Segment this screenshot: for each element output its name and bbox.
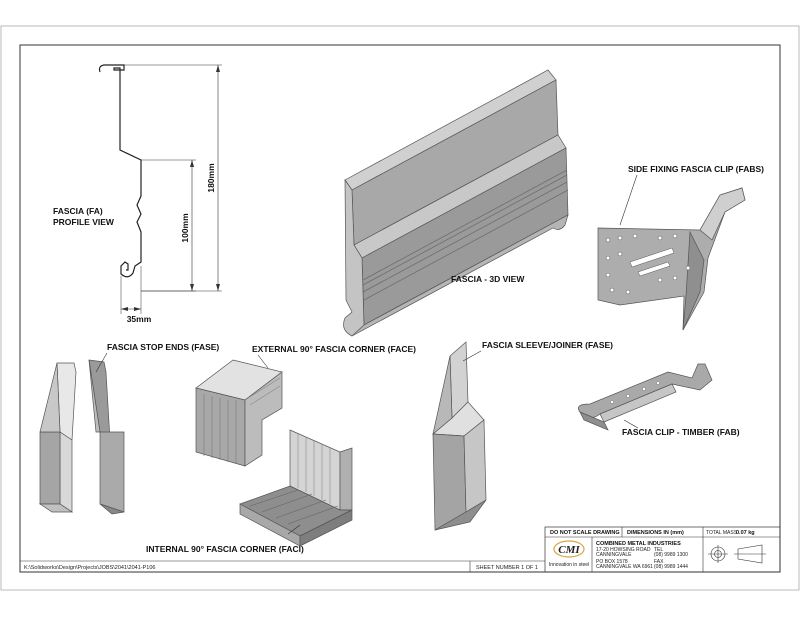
fascia-sleeve bbox=[432, 341, 487, 531]
external-corner-leader bbox=[257, 354, 269, 369]
profile-view-label-1: FASCIA (FA) bbox=[53, 206, 103, 216]
stop-ends-leader bbox=[95, 352, 108, 373]
side-clip-leader bbox=[619, 174, 638, 226]
tel-value: (08) 9989 1300 bbox=[654, 552, 688, 558]
dimensions-unit: DIMENSIONS IN (mm) bbox=[627, 530, 684, 536]
title-block: DO NOT SCALE DRAWING DIMENSIONS IN (mm) … bbox=[544, 526, 781, 573]
profile-line bbox=[98, 64, 142, 278]
do-not-scale: DO NOT SCALE DRAWING bbox=[550, 530, 620, 536]
external-corner bbox=[195, 359, 283, 467]
fascia-profile-view: 180mm 100mm 35mm FASCIA (FA) PROFILE VIE… bbox=[53, 64, 222, 324]
fax-label: FAX bbox=[654, 559, 664, 565]
dim-arrows-35 bbox=[121, 307, 141, 311]
po-box-1: PO BOX 1578 bbox=[596, 559, 628, 565]
address-1: 17-20 HOWSING ROAD bbox=[596, 547, 651, 553]
outer-border bbox=[0, 25, 800, 591]
sleeve-label: FASCIA SLEEVE/JOINER (FASE) bbox=[482, 340, 613, 350]
address-2: CANNINGVALE bbox=[596, 552, 632, 558]
cmi-logo: CMI Innovation in steel bbox=[549, 540, 589, 568]
stop-ends-label: FASCIA STOP ENDS (FASE) bbox=[107, 342, 219, 352]
profile-view-label-2: PROFILE VIEW bbox=[53, 217, 115, 227]
fascia-3d-label: FASCIA - 3D VIEW bbox=[451, 274, 525, 284]
sleeve-leader bbox=[462, 350, 482, 362]
total-mass-value: 0.07 kg bbox=[736, 530, 755, 536]
side-clip-label: SIDE FIXING FASCIA CLIP (FABS) bbox=[628, 164, 764, 174]
external-corner-label: EXTERNAL 90° FASCIA CORNER (FACE) bbox=[252, 344, 416, 354]
internal-corner-label: INTERNAL 90° FASCIA CORNER (FACI) bbox=[146, 544, 304, 554]
tel-label: TEL bbox=[654, 547, 663, 553]
internal-corner bbox=[239, 429, 353, 547]
po-box-2: CANNINGVALE WA 6961 bbox=[596, 564, 653, 570]
projection-symbol-icon bbox=[708, 544, 766, 564]
fascia-clip-timber bbox=[578, 363, 713, 431]
fascia-stop-ends bbox=[38, 359, 125, 515]
company-name: COMBINED METAL INDUSTRIES bbox=[596, 541, 681, 547]
dim-100-label: 100mm bbox=[180, 213, 190, 243]
total-mass-label: TOTAL MASS bbox=[706, 530, 738, 536]
clip-timber-leader bbox=[623, 419, 639, 429]
side-fixing-clip bbox=[597, 187, 746, 331]
dim-35-label: 35mm bbox=[127, 314, 152, 324]
file-path: K:\Solidworks\Design\Projects\JOBS\2041\… bbox=[24, 565, 155, 571]
inner-border bbox=[19, 44, 781, 573]
dim-180-label: 180mm bbox=[206, 163, 216, 193]
logo-tagline: Innovation in steel bbox=[549, 562, 589, 568]
internal-corner-leader bbox=[287, 524, 301, 535]
fax-value: (08) 9989 1444 bbox=[654, 564, 688, 570]
sheet-number: SHEET NUMBER 1 OF 1 bbox=[476, 565, 538, 571]
logo-text: CMI bbox=[558, 544, 580, 556]
clip-timber-label: FASCIA CLIP - TIMBER (FAB) bbox=[622, 427, 740, 437]
fascia-3d-view bbox=[343, 69, 569, 337]
